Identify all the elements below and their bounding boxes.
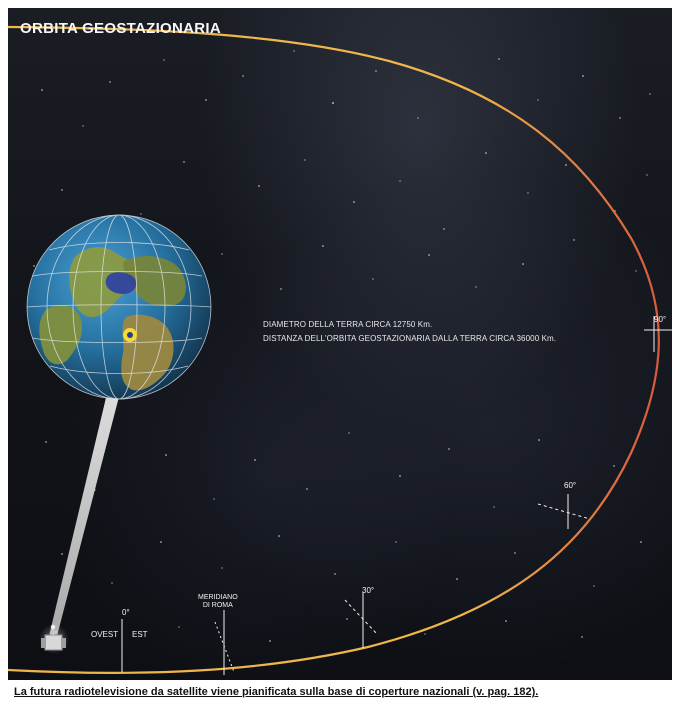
geostationary-orbit xyxy=(8,25,660,674)
thirty-degree-label: 30° xyxy=(362,586,375,595)
earth-diameter-text: DIAMETRO DELLA TERRA CIRCA 12750 Km. xyxy=(263,320,433,329)
star-field xyxy=(33,50,651,642)
earth-globe xyxy=(26,214,212,400)
orbit-info: DIAMETRO DELLA TERRA CIRCA 12750 Km. DIS… xyxy=(263,318,556,346)
illustration-plate: ORBITA GEOSTAZIONARIA DIAMETRO DELLA TER… xyxy=(8,8,672,680)
ninety-degree-label: 90° xyxy=(654,315,667,324)
sixty-degree-label: 60° xyxy=(564,481,577,490)
zero-degree-label: 0° xyxy=(122,608,130,617)
orbit-distance-text: DISTANZA DELL'ORBITA GEOSTAZIONARIA DALL… xyxy=(263,334,557,343)
figure-caption: La futura radiotelevisione da satellite … xyxy=(14,686,539,698)
orbit-markers xyxy=(121,316,672,675)
figure-title: ORBITA GEOSTAZIONARIA xyxy=(20,20,222,37)
east-label: EST xyxy=(132,630,148,639)
meridian-label-line-2: DI ROMA xyxy=(202,602,233,609)
meridian-label-line-1: MERIDIANO xyxy=(198,594,238,601)
west-label: OVEST xyxy=(91,630,119,639)
coverage-beam xyxy=(49,335,135,636)
satellite xyxy=(39,624,69,654)
rome-meridian-label: MERIDIANO DI ROMA xyxy=(198,594,238,610)
orbit-illustration xyxy=(8,25,672,675)
